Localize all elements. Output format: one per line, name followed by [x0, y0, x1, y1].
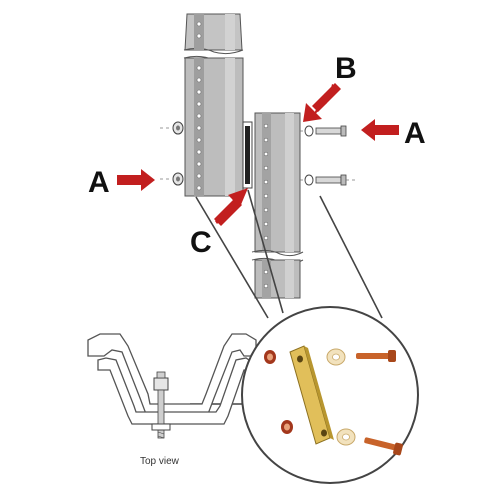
leader-line	[247, 189, 284, 314]
bolt-icon	[304, 125, 347, 137]
red-arrow-icon	[214, 188, 248, 226]
nut-icon	[172, 121, 184, 135]
red-arrow-icon	[361, 119, 399, 141]
callout-b: B	[335, 52, 357, 85]
left-post	[183, 13, 244, 197]
leader-line	[319, 195, 383, 319]
splice-plate	[242, 121, 253, 189]
bolt-icon	[356, 350, 396, 362]
red-arrow-icon	[117, 169, 155, 191]
right-post	[251, 112, 304, 299]
bolt-icon	[304, 174, 347, 186]
callout-a-right: A	[404, 117, 426, 150]
nut-icon	[264, 350, 276, 364]
callout-a-left: A	[88, 166, 110, 199]
callout-c: C	[190, 226, 212, 259]
nut-icon	[281, 420, 293, 434]
top-view-caption: Top view	[140, 456, 180, 467]
top-view-sketch	[87, 333, 257, 439]
bolt-icon	[364, 437, 403, 456]
red-arrow-icon	[303, 83, 341, 122]
splice-plate-icon	[289, 345, 334, 445]
washer-icon	[336, 428, 356, 446]
leader-line	[195, 196, 269, 319]
detail-callout	[241, 306, 419, 484]
nut-icon	[172, 172, 184, 186]
washer-icon	[326, 348, 346, 366]
